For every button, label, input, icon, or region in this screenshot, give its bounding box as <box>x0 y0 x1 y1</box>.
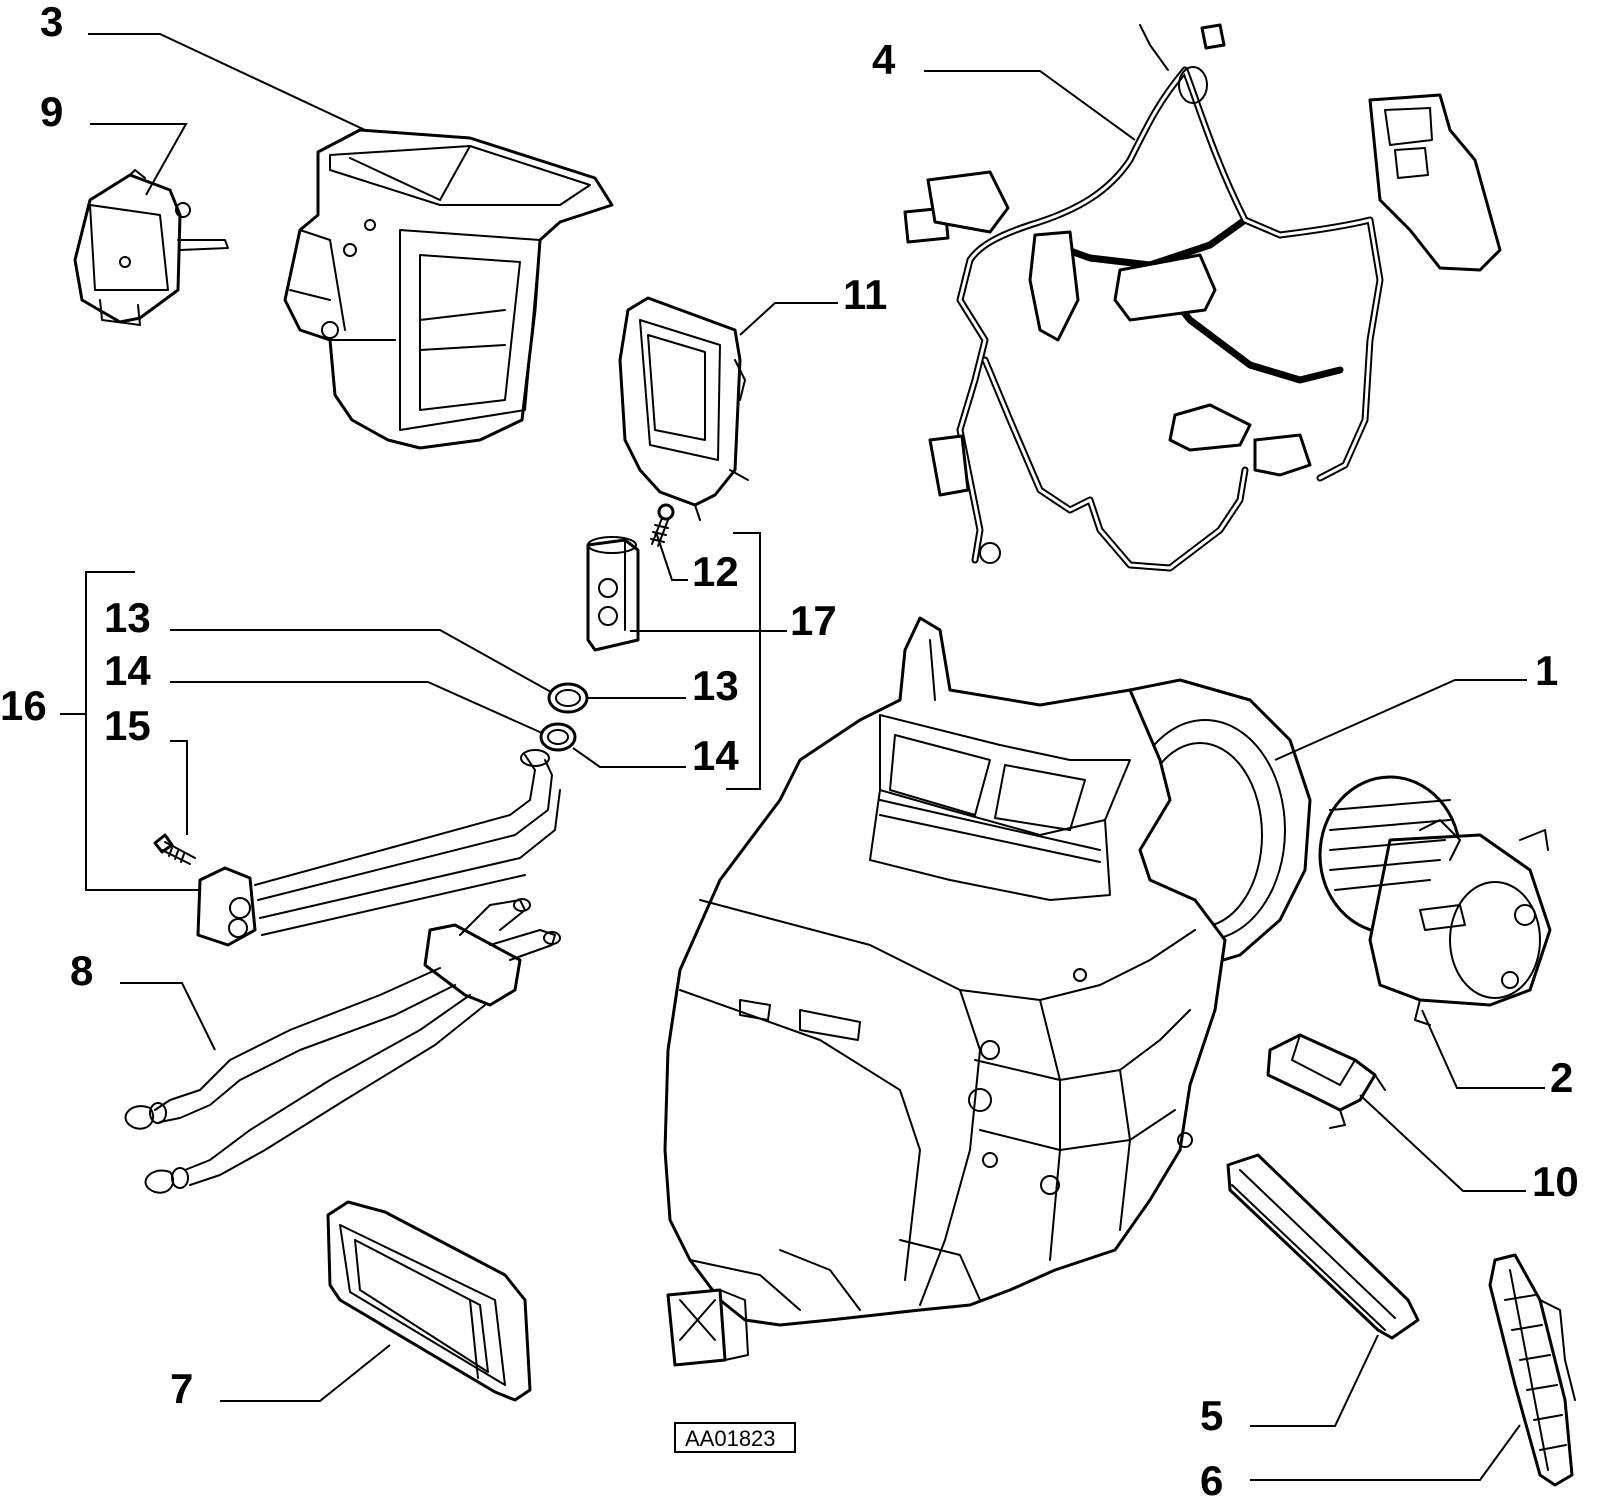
leader-10 <box>1359 1094 1526 1192</box>
leader-8 <box>120 982 216 1051</box>
callout-17: 17 <box>790 597 837 644</box>
leader-3 <box>88 33 366 131</box>
part-7-heater-core <box>326 1200 532 1402</box>
part-14-o-ring <box>539 722 577 752</box>
part-1-hvac-main-housing <box>663 616 1312 1367</box>
callout-1: 1 <box>1535 647 1558 694</box>
callout-3: 3 <box>40 0 63 45</box>
callout-7: 7 <box>170 1365 193 1412</box>
part-9-actuator-motor <box>73 169 229 326</box>
part-12-screw <box>650 503 675 547</box>
leader-1 <box>1274 679 1527 761</box>
part-8-heater-hoses <box>124 898 561 1194</box>
part-6-filter-grille <box>1488 1253 1576 1487</box>
drawing-code: AA01823 <box>685 1426 776 1451</box>
callout-13-right: 13 <box>692 662 739 709</box>
callout-16: 16 <box>0 682 47 729</box>
leader-14-left <box>170 681 543 734</box>
bracket-17 <box>726 532 761 790</box>
leader-7 <box>220 1344 391 1402</box>
leader-6 <box>1250 1424 1521 1481</box>
drawing-code-box: AA01823 <box>674 1422 796 1453</box>
callout-labels: 3 9 4 11 12 17 13 14 15 16 13 14 1 2 10 … <box>0 0 1579 1504</box>
leader-2 <box>1421 1009 1545 1089</box>
callout-9: 9 <box>40 88 63 135</box>
leader-12 <box>655 531 688 581</box>
part-10-resistor <box>1266 1033 1386 1129</box>
leader-14-right <box>572 747 686 768</box>
part-17-expansion-valve <box>586 536 640 652</box>
callout-10: 10 <box>1532 1158 1579 1205</box>
callout-4: 4 <box>872 36 896 83</box>
callout-6: 6 <box>1200 1457 1223 1504</box>
leader-4 <box>924 70 1136 141</box>
part-2-blower-motor <box>1318 775 1552 1026</box>
leader-lines <box>60 33 1545 1481</box>
callout-12: 12 <box>692 548 739 595</box>
part-11-casing-cover <box>618 296 749 521</box>
leader-13-left <box>170 629 552 693</box>
leader-11 <box>739 302 838 336</box>
leader-15 <box>170 740 188 835</box>
part-13-o-ring <box>547 682 589 714</box>
callout-5: 5 <box>1200 1392 1223 1439</box>
leader-5 <box>1250 1334 1379 1427</box>
leader-9 <box>90 123 188 196</box>
part-16-evaporator-pipes <box>196 749 561 947</box>
part-3-air-duct-housing <box>283 128 614 450</box>
callout-2: 2 <box>1550 1054 1573 1101</box>
part-4-wiring-harness <box>903 23 1502 572</box>
callout-14-right: 14 <box>692 732 739 779</box>
callout-13-left: 13 <box>104 594 151 641</box>
part-5-cabin-filter <box>1226 1153 1420 1340</box>
part-15-screw <box>153 833 196 865</box>
callout-14-left: 14 <box>104 647 151 694</box>
callout-15: 15 <box>104 702 151 749</box>
bracket-16 <box>85 571 200 891</box>
callout-8: 8 <box>70 947 93 994</box>
callout-11: 11 <box>843 271 887 318</box>
